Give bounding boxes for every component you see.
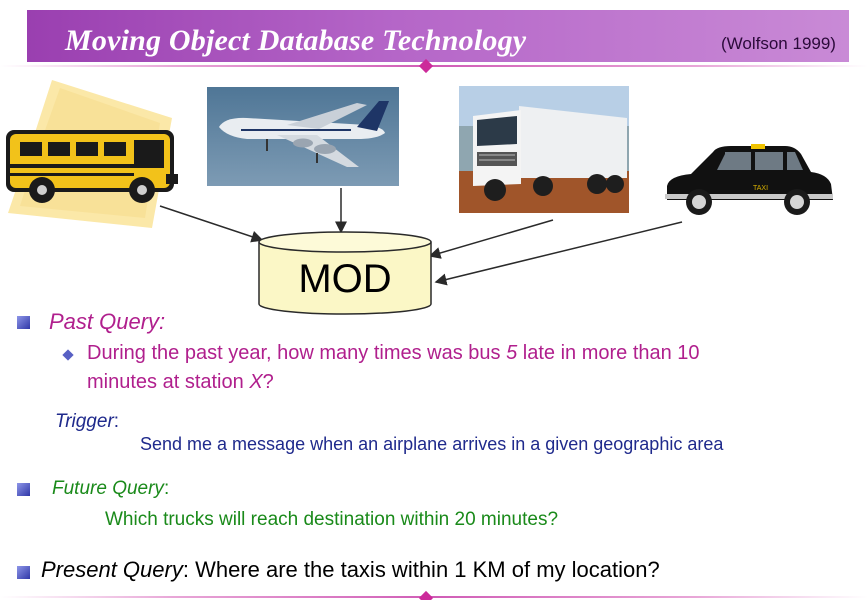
data-flow-arrows bbox=[159, 188, 683, 315]
citation: (Wolfson 1999) bbox=[721, 34, 836, 53]
past-query-label: Past Query: bbox=[49, 309, 166, 334]
past-query-line-2: minutes at station X? bbox=[87, 371, 274, 393]
mod-cylinder bbox=[258, 231, 432, 315]
present-query-bullet bbox=[17, 566, 30, 579]
bottom-divider bbox=[0, 596, 868, 598]
school-bus-image bbox=[0, 78, 185, 238]
future-query-text: Which trucks will reach destination with… bbox=[105, 509, 559, 530]
taxi-sign: TAXI bbox=[753, 185, 768, 192]
title-bar: Moving Object Database Technology (Wolfs… bbox=[27, 10, 849, 62]
top-divider bbox=[0, 65, 868, 67]
trigger-text: Send me a message when an airplane arriv… bbox=[140, 434, 724, 454]
truck-image bbox=[459, 86, 629, 213]
present-query-line: Present Query: Where are the taxis withi… bbox=[41, 557, 660, 582]
airplane-image bbox=[207, 87, 399, 186]
future-query-bullet bbox=[17, 483, 30, 496]
bus-arrow bbox=[159, 205, 264, 243]
slide-title: Moving Object Database Technology bbox=[65, 24, 527, 57]
truck-arrow bbox=[428, 219, 554, 259]
mod-label: MOD bbox=[298, 257, 392, 301]
taxi-arrow bbox=[434, 221, 683, 286]
bottom-divider-diamond bbox=[418, 590, 434, 600]
past-query-line-1: During the past year, how many times was… bbox=[87, 342, 700, 364]
future-query-label: Future Query: bbox=[52, 478, 170, 499]
trigger-label: Trigger: bbox=[55, 411, 120, 432]
taxi-image: TAXI bbox=[661, 142, 837, 222]
past-query-bullet bbox=[17, 316, 30, 329]
past-query-sub-bullet bbox=[62, 349, 74, 361]
